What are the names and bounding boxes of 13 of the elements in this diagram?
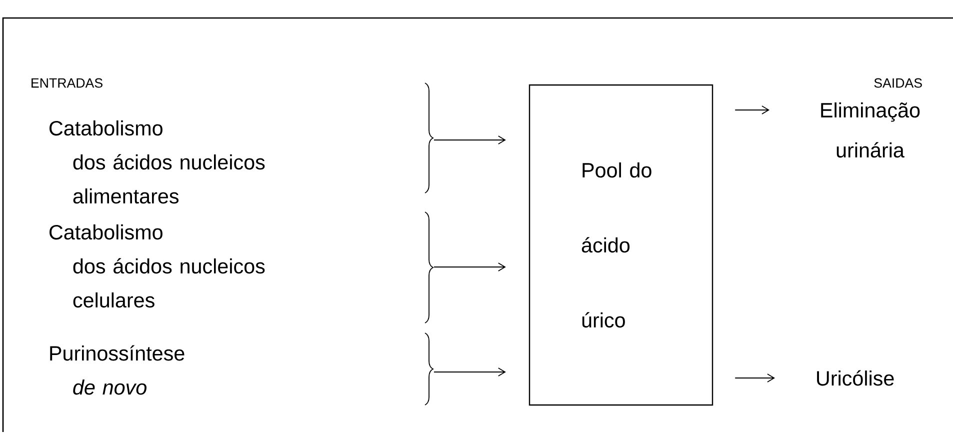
output-text: Uricólise [817,370,894,386]
input-text: Purinossíntese de novo [50,345,184,395]
arrow [433,262,506,272]
input-text: Catabolismo dos ácidos nucleicos alimentares [50,120,265,204]
input-text: Catabolismo dos ácidos nucleicos celulares [50,224,265,308]
arrow [734,106,770,114]
output-text: Eliminação urinária [821,102,920,158]
column-heading: SAIDAS [874,78,922,88]
pool-box: Pool do ácido úrico [528,84,714,406]
arrow [433,368,506,376]
column-heading: ENTRADAS [32,78,102,88]
arrow [433,136,506,144]
arrow [734,374,775,382]
